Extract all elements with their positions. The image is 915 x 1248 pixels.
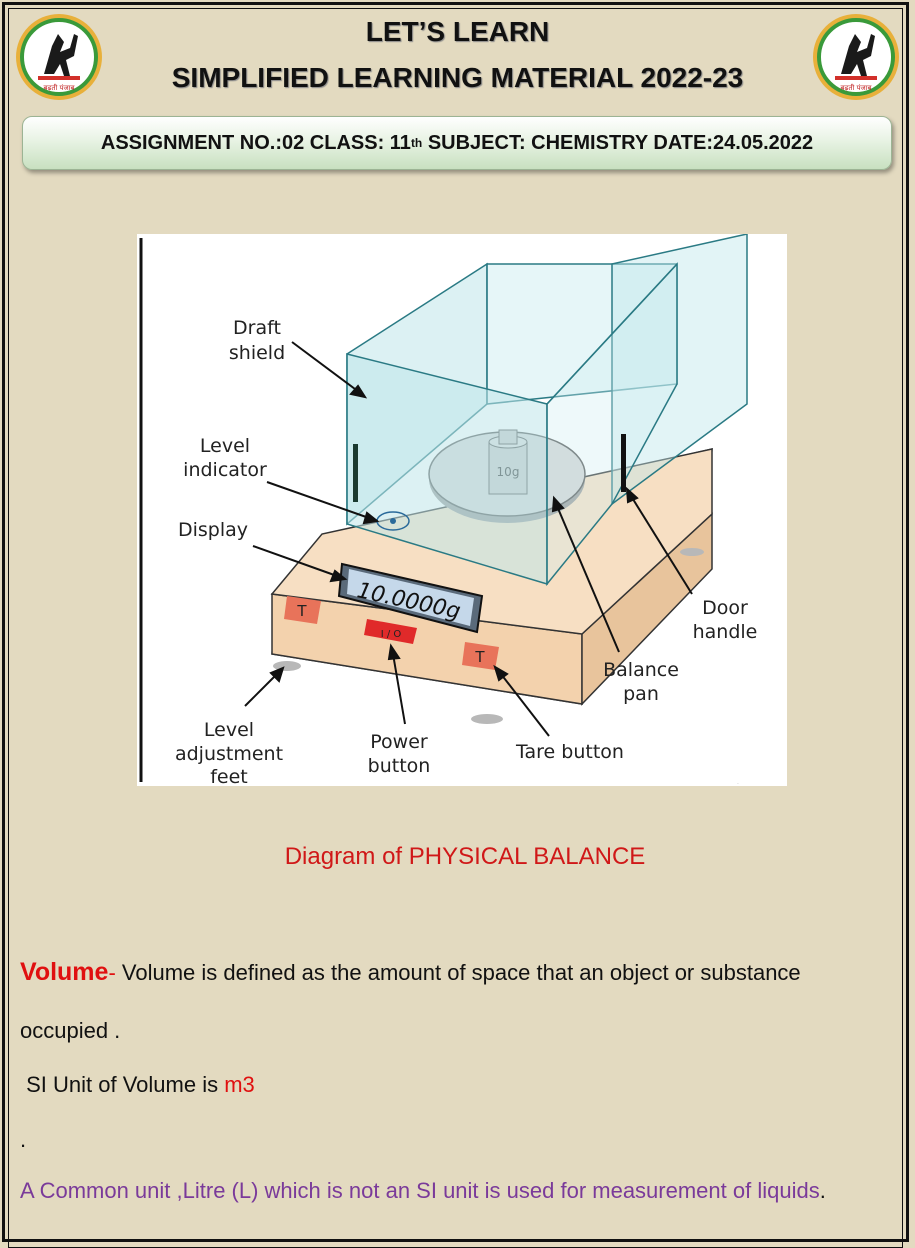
draft-shield-label-1: Draft	[233, 317, 281, 339]
si-unit-line: SI Unit of Volume is m3	[20, 1072, 255, 1098]
volume-definition-text: Volume is defined as the amount of space…	[115, 960, 801, 985]
volume-definition-line2: occupied .	[20, 1018, 121, 1043]
door-handle-label-2: handle	[693, 621, 758, 643]
punjab-logo-right: बढ़ती पंजाब	[813, 14, 899, 100]
display-label: Display	[178, 519, 248, 541]
svg-text:I / O: I / O	[381, 629, 402, 640]
level-indicator-label-2: indicator	[183, 459, 267, 481]
power-button-label-2: button	[368, 755, 431, 777]
tare-button-label: Tare button	[515, 741, 624, 763]
punjab-logo-left: बढ़ती पंजाब	[16, 14, 102, 100]
volume-term: Volume	[20, 958, 109, 986]
svg-text:T: T	[474, 648, 485, 666]
balance-pan-label-1: Balance	[603, 659, 679, 681]
common-unit-end: .	[819, 1178, 826, 1203]
common-unit-text: A Common unit ,Litre (L) which is not an…	[20, 1178, 820, 1203]
common-unit-line: A Common unit ,Litre (L) which is not an…	[20, 1178, 826, 1204]
assignment-prefix: ASSIGNMENT NO.:02 CLASS: 11	[100, 131, 411, 154]
level-indicator-label-1: Level	[200, 435, 250, 457]
physical-balance-diagram: 10g 10.0000g T I / O T Draft shield Leve…	[137, 233, 787, 788]
separator-dot: .	[20, 1127, 27, 1152]
power-button-label-1: Power	[370, 731, 428, 753]
balance-pan-label-2: pan	[623, 683, 659, 705]
level-feet-label-1: Level	[204, 719, 254, 741]
svg-text:बढ़ती पंजाब: बढ़ती पंजाब	[44, 83, 76, 92]
diagram-caption: Diagram of PHYSICAL BALANCE	[284, 843, 646, 870]
draft-shield-label-2: shield	[229, 342, 285, 364]
volume-dash: -	[108, 960, 116, 985]
si-unit-label: SI Unit of Volume is	[20, 1072, 225, 1097]
volume-definition-line1: Volume- Volume is defined as the amount …	[20, 958, 801, 987]
page-subtitle: SIMPLIFIED LEARNING MATERIAL 2022-23	[171, 62, 744, 93]
svg-text:T: T	[296, 602, 307, 620]
level-feet-label-2: adjustment	[175, 743, 283, 765]
svg-text:.: .	[737, 779, 739, 786]
class-superscript: th	[410, 136, 423, 150]
svg-text:बढ़ती पंजाब: बढ़ती पंजाब	[841, 83, 873, 92]
assignment-suffix: SUBJECT: CHEMISTRY DATE:24.05.2022	[422, 131, 814, 154]
level-feet-label-3: feet	[210, 766, 248, 786]
door-handle-label-1: Door	[702, 597, 748, 619]
si-unit-value: m3	[224, 1072, 255, 1097]
page-title: LET’S LEARN	[365, 16, 550, 47]
